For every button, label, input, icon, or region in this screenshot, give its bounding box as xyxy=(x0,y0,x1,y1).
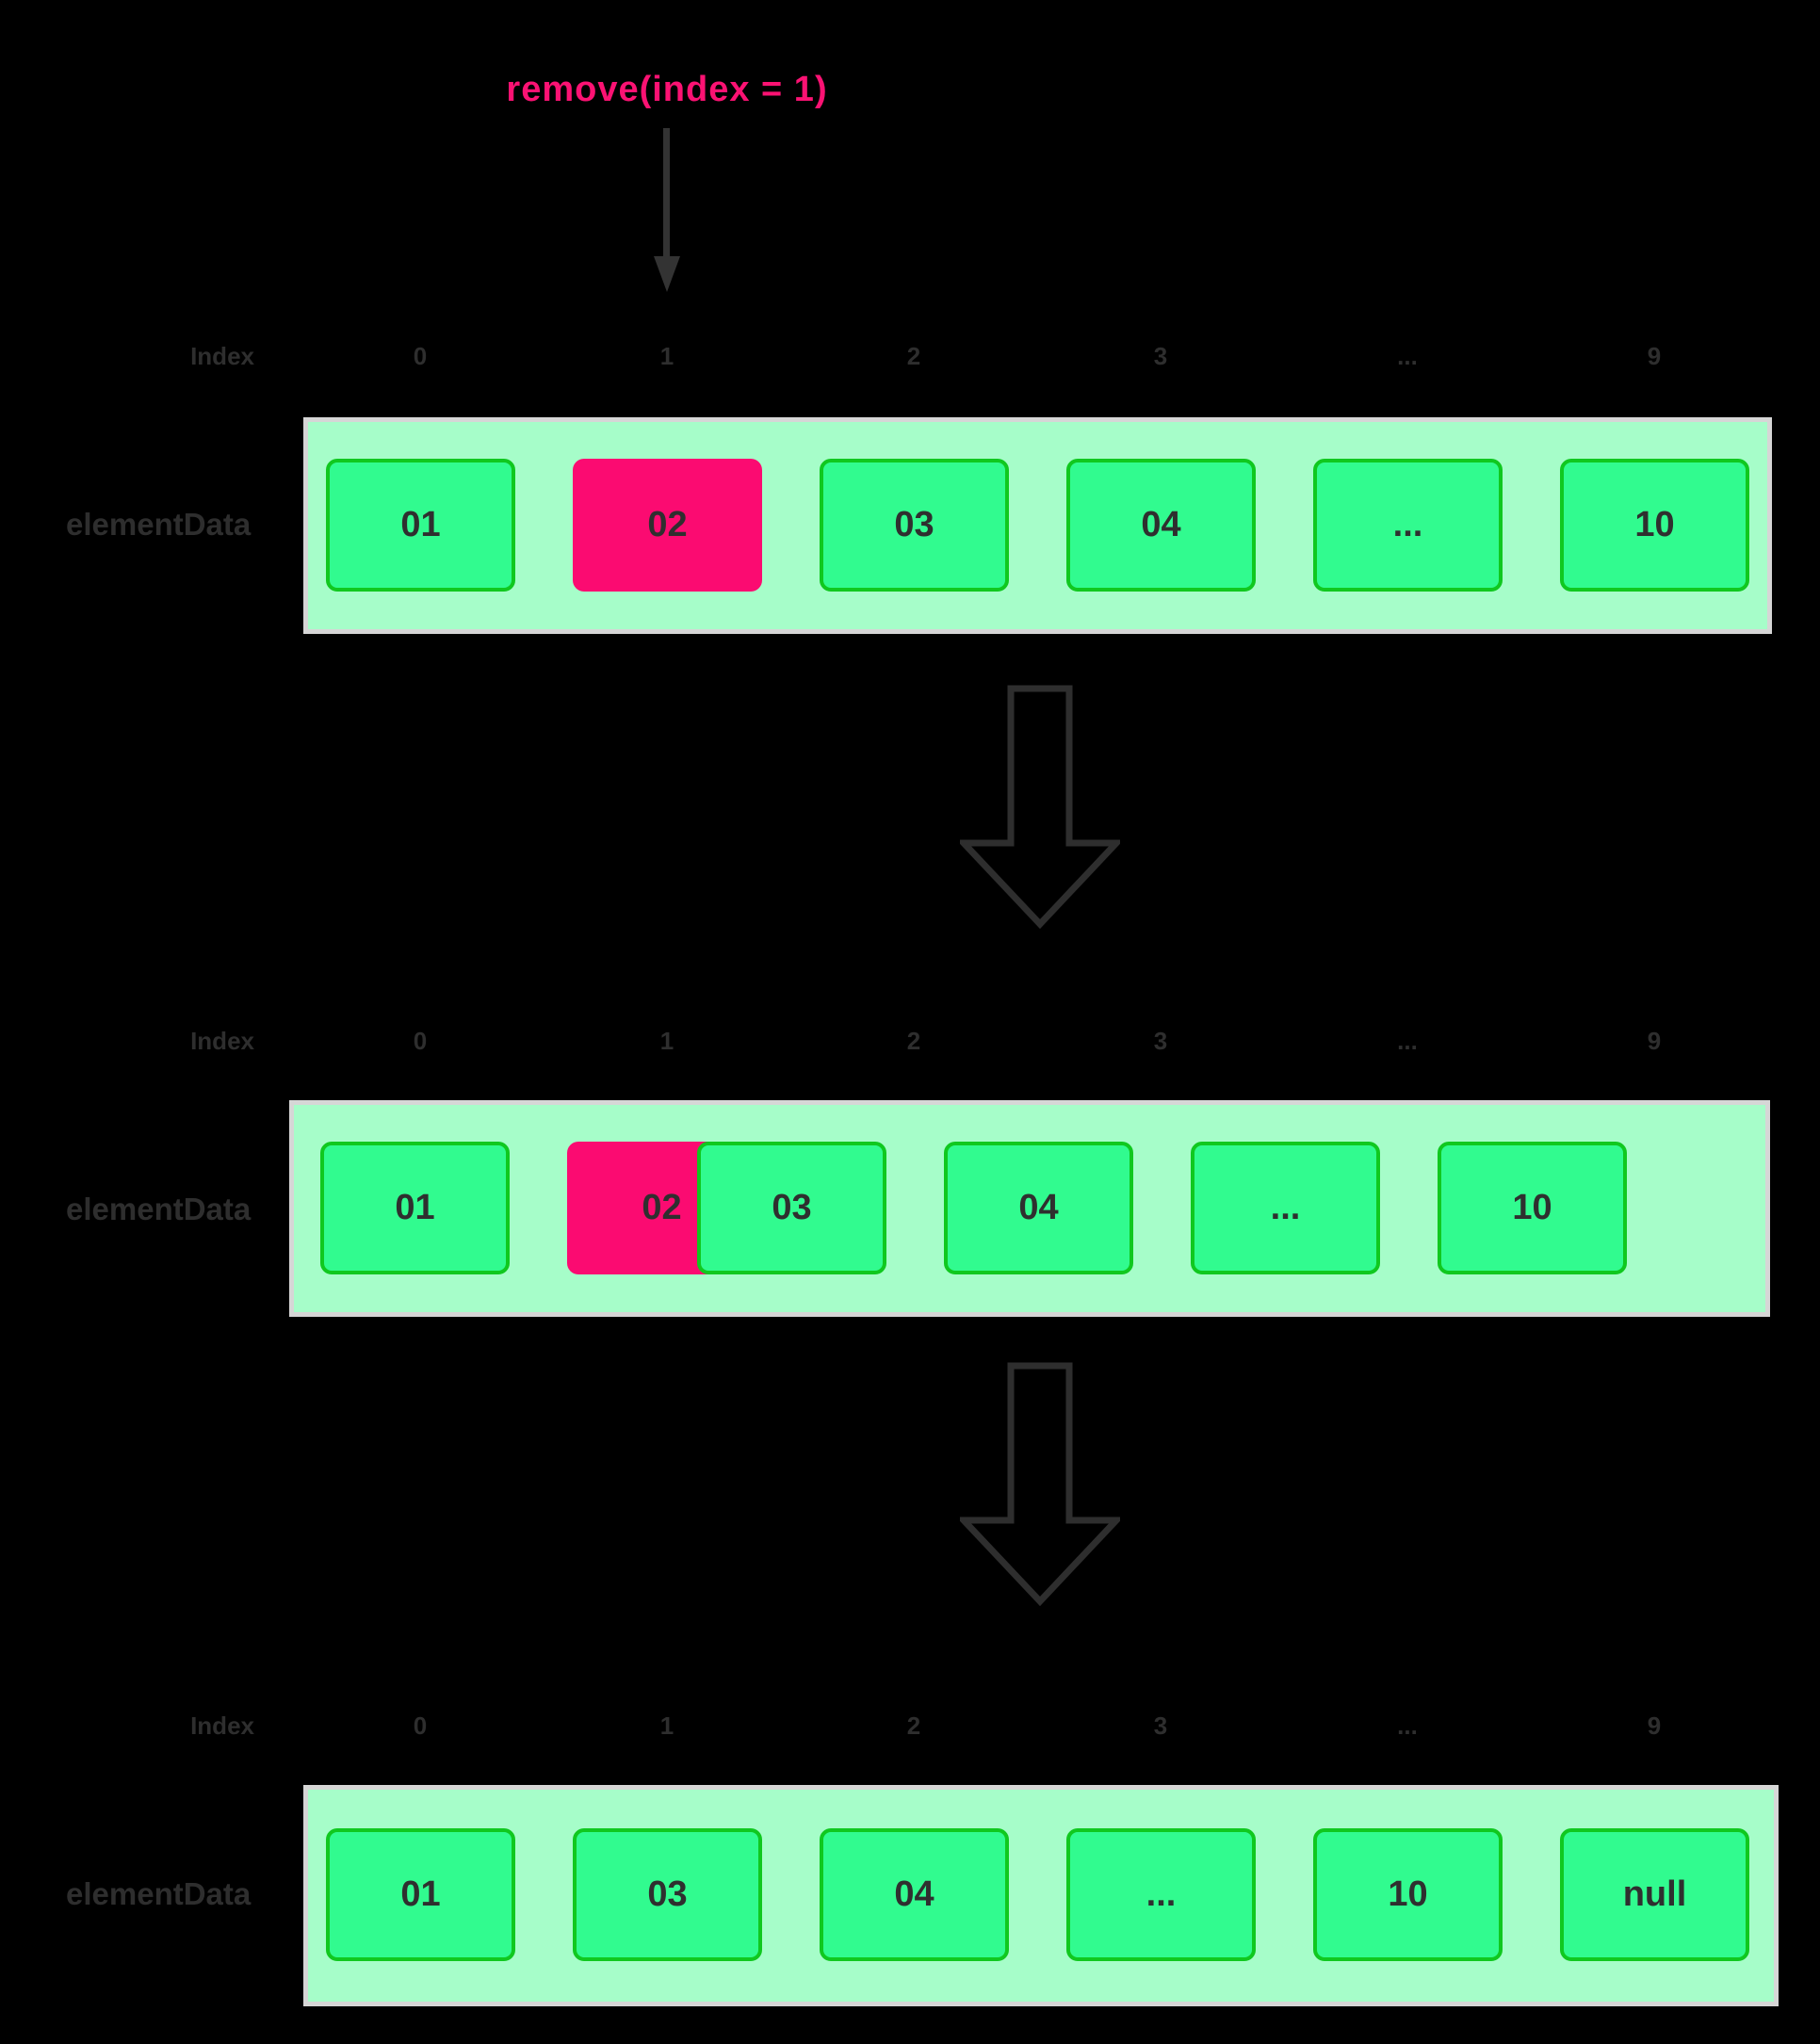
index-value: 9 xyxy=(1647,1711,1662,1740)
array-cell: ... xyxy=(1191,1142,1380,1274)
remove-call-label: remove(index = 1) xyxy=(506,70,828,109)
array-cell: ... xyxy=(1313,459,1503,592)
index-value: 1 xyxy=(659,1711,674,1740)
array-cell-removed: 02 xyxy=(573,459,762,592)
index-value: 0 xyxy=(413,342,428,370)
down-arrow-icon xyxy=(960,1362,1120,1607)
array-cell: 01 xyxy=(326,459,515,592)
index-value: 0 xyxy=(413,1711,428,1740)
index-row-label: Index xyxy=(190,342,254,370)
index-value: 9 xyxy=(1647,1027,1662,1055)
pointer-arrowhead-icon xyxy=(654,256,680,292)
array-cell-shifting: 03 xyxy=(697,1142,886,1274)
element-data-label: elementData xyxy=(66,1192,252,1226)
array-cell: 03 xyxy=(573,1828,762,1961)
index-value: 1 xyxy=(659,342,674,370)
index-value: 1 xyxy=(659,1027,674,1055)
index-row-label: Index xyxy=(190,1027,254,1055)
index-value: 2 xyxy=(906,1711,921,1740)
array-cell: 04 xyxy=(1066,459,1256,592)
index-value: ... xyxy=(1397,342,1418,370)
array-cell: 04 xyxy=(944,1142,1133,1274)
index-value: 3 xyxy=(1153,1711,1168,1740)
array-tray-initial xyxy=(303,417,1772,634)
array-cell: 10 xyxy=(1438,1142,1627,1274)
array-tray-result xyxy=(303,1785,1779,2006)
index-value: 3 xyxy=(1153,1027,1168,1055)
pointer-arrow-icon xyxy=(663,128,670,258)
index-value: 2 xyxy=(906,342,921,370)
index-row-label: Index xyxy=(190,1711,254,1740)
array-cell: 01 xyxy=(326,1828,515,1961)
index-value: 2 xyxy=(906,1027,921,1055)
index-value: ... xyxy=(1397,1711,1418,1740)
array-cell-null: null xyxy=(1560,1828,1749,1961)
index-value: ... xyxy=(1397,1027,1418,1055)
element-data-label: elementData xyxy=(66,507,252,542)
array-cell: 01 xyxy=(320,1142,510,1274)
array-cell: 10 xyxy=(1560,459,1749,592)
array-cell: 04 xyxy=(820,1828,1009,1961)
index-value: 9 xyxy=(1647,342,1662,370)
array-cell: ... xyxy=(1066,1828,1256,1961)
array-cell: 10 xyxy=(1313,1828,1503,1961)
element-data-label: elementData xyxy=(66,1876,252,1911)
index-value: 0 xyxy=(413,1027,428,1055)
index-value: 3 xyxy=(1153,342,1168,370)
down-arrow-icon xyxy=(960,685,1120,930)
array-cell: 03 xyxy=(820,459,1009,592)
